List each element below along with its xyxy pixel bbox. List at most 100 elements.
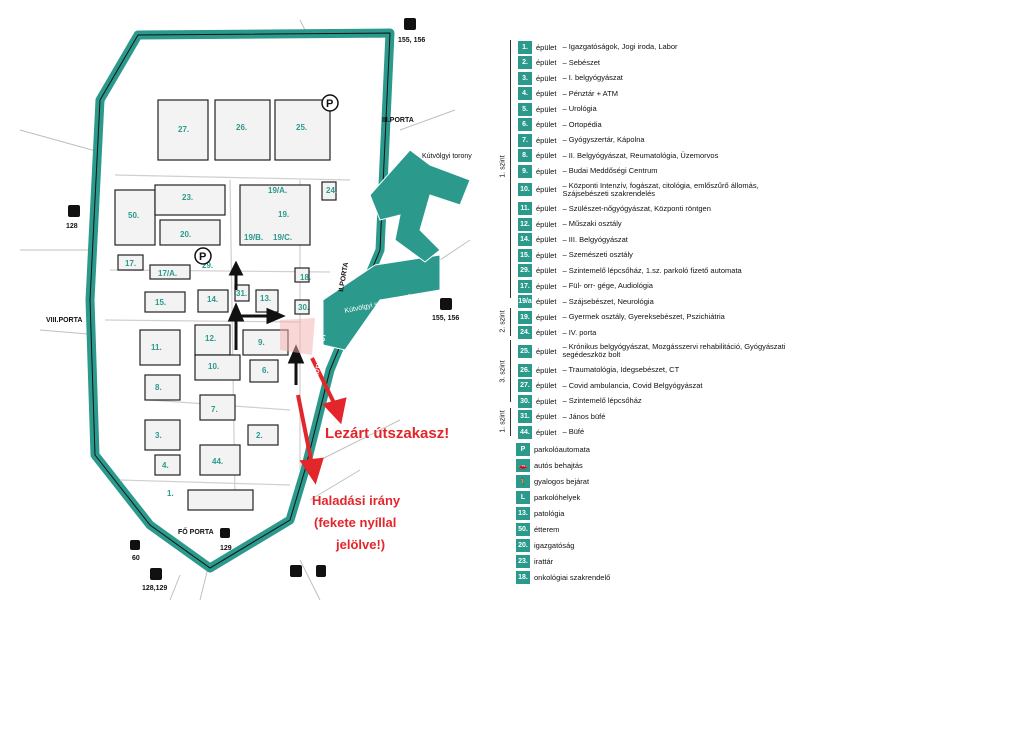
legend-epulet: épület: [536, 58, 557, 67]
bus-stops: 155, 156 128 155, 156 128,129 60 129: [66, 18, 459, 592]
legend-epulet: épület: [536, 250, 557, 260]
legend-description: – Szemészeti osztály: [562, 250, 633, 259]
legend-description: – Szülészet-nőgyógyászat, Központi röntg…: [562, 203, 711, 213]
legend-symbol-text: irattár: [534, 556, 554, 566]
legend-epulet: épület: [536, 104, 557, 114]
kutvolgyi-torony-label: Kútvölgyi torony: [422, 153, 472, 160]
legend-row: 25.épület– Krónikus belgyógyászat, Mozgá…: [518, 341, 792, 361]
legend-symbol: L: [516, 491, 530, 504]
legend-epulet: épület: [536, 365, 557, 375]
building-label: 19.: [278, 210, 289, 219]
legend-epulet: épület: [536, 219, 557, 229]
legend-row: 9.épület– Budai Meddőségi Centrum: [518, 164, 658, 178]
tram-icon: [130, 540, 140, 550]
kutvolgyi-szakrendelo-building: [322, 254, 441, 351]
closed-road-annotation: Lezárt útszakasz!: [325, 425, 449, 442]
legend-epulet: épület: [536, 185, 557, 194]
legend-row: 6.épület– Ortopédia: [518, 118, 602, 132]
legend-badge: 17.: [518, 279, 532, 293]
legend-row: 19.épület– Gyermek osztály, Gyereksebész…: [518, 310, 725, 324]
legend-row: 8.épület– II. Belgyógyászat, Reumatológi…: [518, 149, 718, 163]
building-label: 29.: [202, 261, 213, 270]
legend-bracket: [510, 308, 511, 336]
legend-row: 5.épület– Urológia: [518, 102, 597, 116]
building-label: 1.: [167, 489, 174, 498]
legend-symbol-row: 18.onkológiai szakrendelő: [516, 571, 610, 585]
legend-row: 14.épület– III. Belgyógyászat: [518, 233, 628, 247]
legend-row: 31.épület– János büfé: [518, 410, 605, 424]
legend-epulet: épület: [536, 266, 557, 275]
legend-description: – Szintemelő lépcsőház: [562, 396, 642, 405]
car-icon: 🚗: [516, 459, 530, 472]
legend-badge: 1.: [518, 40, 532, 54]
direction-annotation-2: (fekete nyíllal: [314, 515, 396, 530]
legend-symbol-text: autós behajtás: [534, 460, 583, 470]
direction-annotation-1: Haladási irány: [312, 493, 401, 508]
bus-icon: [150, 568, 162, 580]
legend-symbol-text: igazgatóság: [534, 540, 575, 550]
legend-epulet: épület: [536, 89, 557, 98]
tram-stop: 60: [132, 555, 140, 562]
bus-stop-east: 155, 156: [432, 315, 459, 322]
legend-badge: 29.: [518, 264, 532, 277]
legend-epulet: épület: [536, 135, 557, 145]
legend-description: – Traumatológia, Idegsebészet, CT: [562, 365, 680, 374]
legend-epulet: épület: [536, 166, 557, 176]
legend-badge: 15.: [518, 248, 532, 262]
bus-icon: [290, 565, 302, 577]
legend-symbol: 20.: [516, 539, 530, 552]
direction-annotation-3: jelölve!): [335, 537, 385, 552]
legend-epulet: épület: [536, 412, 557, 421]
porta-iii-label: III.PORTA: [382, 117, 414, 124]
legend-badge: 19/a: [518, 295, 532, 308]
legend-badge: 30.: [518, 394, 532, 408]
legend-epulet: épület: [536, 42, 557, 52]
legend-badge: 4.: [518, 87, 532, 100]
legend-row: 12.épület– Műszaki osztály: [518, 217, 622, 231]
group-level1b: 1. szint: [499, 410, 507, 433]
bus-stop-main-gate: 129: [220, 545, 232, 552]
bus-icon: [440, 298, 452, 310]
legend-epulet: épület: [536, 151, 557, 160]
legend-description: – Sebészet: [562, 57, 600, 67]
building-label: 17.: [125, 259, 136, 268]
building-label: 19/B.: [244, 233, 263, 242]
legend-description: – Gyermek osztály, Gyereksebészet, Pszic…: [562, 312, 725, 321]
legend-epulet: épület: [536, 235, 557, 244]
legend-description: – II. Belgyógyászat, Reumatológia, Üzemo…: [562, 150, 719, 160]
building-label: 26.: [236, 123, 247, 132]
legend-row: 10.épület– Központi Intenzív, fogászat, …: [518, 180, 792, 200]
building-label: 15.: [155, 298, 166, 307]
building-label: 18.: [300, 273, 311, 282]
legend-symbol-row: 13.patológia: [516, 507, 564, 521]
legend-badge: 11.: [518, 202, 532, 215]
building-label: 19/A.: [268, 186, 287, 195]
legend-row: 17.épület– Fül- orr- gége, Audiológia: [518, 279, 653, 293]
street-west: PÁLYA ÚT: [113, 426, 123, 456]
bus-stop-top: 155, 156: [398, 37, 425, 44]
kutvolgyi-torony-building: [369, 149, 471, 263]
legend-epulet: épület: [536, 328, 557, 337]
legend-symbol-row: 🚶gyalogos bejárat: [516, 475, 589, 489]
legend-row: 2.épület– Sebészet: [518, 56, 600, 70]
legend-row: 4.épület– Pénztár + ATM: [518, 87, 618, 101]
building-label: 20.: [180, 230, 191, 239]
legend-symbol-text: parkolóhelyek: [534, 492, 581, 502]
legend-badge: 5.: [518, 102, 532, 116]
legend-row: 1.épület– Igazgatóságok, Jogi iroda, Lab…: [518, 40, 678, 54]
walker-icon: 🚶: [516, 475, 530, 488]
bus-stop-west: 128: [66, 223, 78, 230]
building-labels: 27.26.25.50.23.19/A.19.20.19/B.19/C.24.1…: [125, 123, 337, 498]
legend-badge: 9.: [518, 164, 532, 178]
building-label: 11.: [151, 343, 162, 352]
legend-symbol-row: 20. igazgatóság: [516, 539, 574, 553]
legend-badge: 24.: [518, 326, 532, 339]
legend-symbol-text: patológia: [534, 508, 565, 518]
legend-symbol-text: parkolóautomata: [534, 444, 590, 454]
legend-description: – Műszaki osztály: [562, 219, 622, 228]
parking-icon: P P: [194, 94, 339, 265]
building-label: 19/C.: [273, 233, 292, 242]
group-level2: 2. szint: [499, 310, 507, 333]
